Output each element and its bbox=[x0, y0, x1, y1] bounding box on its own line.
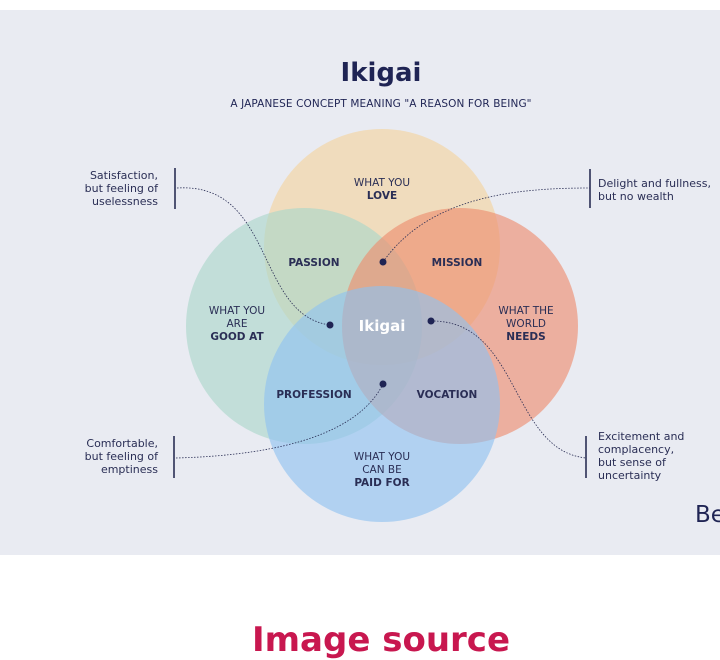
note-top-left: Satisfaction, but feeling of uselessness bbox=[60, 169, 158, 208]
note-line: complacency, bbox=[598, 443, 675, 456]
note-line: but no wealth bbox=[598, 190, 674, 203]
note-line: but feeling of bbox=[84, 182, 158, 195]
note-line: but sense of bbox=[598, 456, 666, 469]
diagram-subtitle: A JAPANESE CONCEPT MEANING "A REASON FOR… bbox=[230, 98, 532, 110]
note-line: Delight and fullness, bbox=[598, 177, 711, 190]
image-source-heading: Image source bbox=[251, 620, 511, 660]
world-needs-label-line3: NEEDS bbox=[506, 331, 545, 343]
dot-passion-connector bbox=[379, 258, 387, 266]
dot-world-connector bbox=[427, 317, 435, 325]
note-top-right: Delight and fullness, but no wealth bbox=[598, 177, 720, 203]
love-label-line2: LOVE bbox=[367, 190, 397, 202]
good-at-label-line3: GOOD AT bbox=[210, 331, 264, 343]
love-label-line1: WHAT YOU bbox=[354, 177, 410, 189]
paid-for-label-line3: PAID FOR bbox=[354, 477, 409, 489]
note-line: Satisfaction, bbox=[89, 169, 158, 182]
mission-label: MISSION bbox=[432, 257, 483, 269]
note-line: emptiness bbox=[100, 463, 158, 476]
circle-paid-for bbox=[264, 286, 500, 522]
dot-profession-connector bbox=[379, 380, 387, 388]
infographic-panel: Ikigai A JAPANESE CONCEPT MEANING "A REA… bbox=[0, 10, 720, 555]
passion-label: PASSION bbox=[288, 257, 339, 269]
brand-logo-text: Be bbox=[695, 502, 720, 528]
note-line: uselessness bbox=[92, 195, 158, 208]
connector-top-left bbox=[176, 187, 331, 326]
diagram-title: Ikigai bbox=[340, 58, 422, 88]
connector-bottom-right bbox=[430, 320, 587, 459]
good-at-label-line2: ARE bbox=[226, 318, 247, 330]
world-needs-label-line1: WHAT THE bbox=[498, 305, 553, 317]
connector-top-right bbox=[382, 187, 591, 263]
venn-diagram: WHAT YOU LOVE WHAT YOU ARE GOOD AT WHAT … bbox=[173, 129, 591, 522]
vocation-label: VOCATION bbox=[417, 389, 478, 401]
note-bottom-right: Excitement and complacency, but sense of… bbox=[598, 430, 708, 482]
note-line: Excitement and bbox=[598, 430, 685, 443]
note-bottom-left: Comfortable, but feeling of emptiness bbox=[60, 437, 158, 476]
paid-for-label-line1: WHAT YOU bbox=[354, 451, 410, 463]
world-needs-label-line2: WORLD bbox=[506, 318, 546, 330]
note-line: Comfortable, bbox=[86, 437, 158, 450]
dot-good-at-connector bbox=[326, 321, 334, 329]
paid-for-label-line2: CAN BE bbox=[362, 464, 402, 476]
ikigai-center-label: Ikigai bbox=[359, 317, 406, 335]
note-line: but feeling of bbox=[84, 450, 158, 463]
note-line: uncertainty bbox=[598, 469, 662, 482]
profession-label: PROFESSION bbox=[276, 389, 351, 401]
good-at-label-line1: WHAT YOU bbox=[209, 305, 265, 317]
